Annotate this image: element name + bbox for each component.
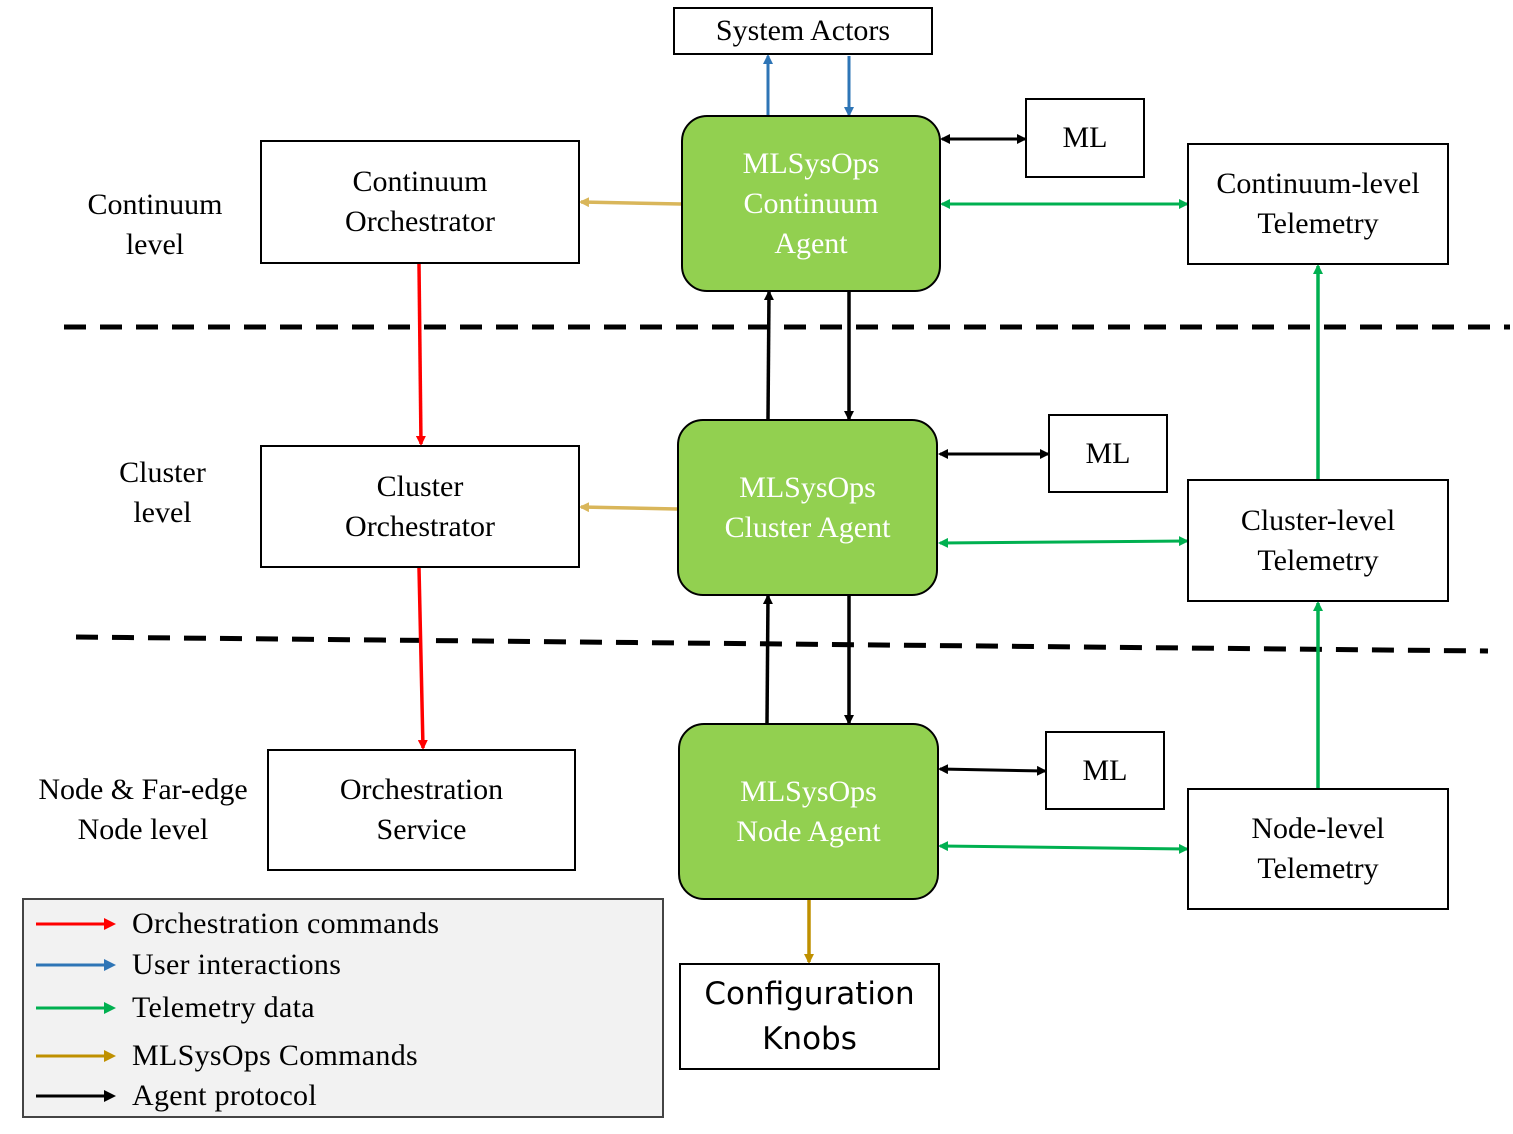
- arrow-cluster-to-continuum-agent: [763, 290, 774, 420]
- legend-arrow-red-icon: [36, 918, 116, 930]
- legend-label-telemetry: Telemetry data: [132, 991, 315, 1024]
- continuum-orchestrator-box: Continuum Orchestrator: [260, 140, 580, 264]
- legend-item-agent-protocol: Agent protocol: [36, 1076, 317, 1116]
- legend: Orchestration commands User interactions…: [22, 898, 664, 1118]
- node-telemetry-box: Node-level Telemetry: [1187, 788, 1449, 910]
- system-actors-box: System Actors: [673, 7, 933, 55]
- cluster-agent-box: MLSysOps Cluster Agent: [677, 419, 938, 596]
- legend-arrow-black-icon: [36, 1090, 116, 1102]
- arrow-cluster-orchestrator-to-service: [417, 567, 428, 750]
- arrow-continuum-agent-to-orchestrator: [579, 197, 682, 208]
- level-label-cluster: Cluster level: [119, 456, 206, 529]
- legend-arrow-blue-icon: [36, 959, 116, 971]
- arrow-cluster-telemetry: [938, 536, 1189, 548]
- continuum-telemetry-box: Continuum-level Telemetry: [1187, 143, 1449, 265]
- level-label-node: Node & Far-edge Node level: [38, 773, 248, 846]
- arrow-cluster-agent-to-orchestrator: [579, 502, 678, 513]
- node-agent-box: MLSysOps Node Agent: [678, 723, 939, 900]
- arrow-continuum-to-cluster-orchestrator: [415, 263, 426, 446]
- ml-box-cluster: ML: [1048, 414, 1168, 493]
- cluster-orchestrator-box: Cluster Orchestrator: [260, 445, 580, 568]
- ml-label-continuum: ML: [1062, 121, 1108, 154]
- legend-label-mlsysops-commands: MLSysOps Commands: [132, 1039, 418, 1072]
- legend-arrow-green-icon: [36, 1002, 116, 1014]
- level-separator-bottom: [75, 634, 1489, 654]
- legend-item-telemetry: Telemetry data: [36, 988, 315, 1028]
- legend-item-orchestration: Orchestration commands: [36, 904, 439, 944]
- legend-label-user: User interactions: [132, 948, 342, 981]
- arrow-node-telemetry: [938, 841, 1189, 854]
- orchestration-service-label: Orchestration Service: [339, 773, 504, 846]
- configuration-knobs-box: Configuration Knobs: [679, 963, 940, 1070]
- configuration-knobs-label: Configuration Knobs: [704, 975, 915, 1057]
- legend-arrow-gold-icon: [36, 1050, 116, 1062]
- cluster-agent-label: MLSysOps Cluster Agent: [724, 470, 891, 544]
- ml-box-continuum: ML: [1025, 98, 1145, 178]
- node-telemetry-label: Node-level Telemetry: [1251, 812, 1385, 885]
- cluster-orchestrator-label: Cluster Orchestrator: [345, 469, 495, 543]
- arrow-node-to-cluster-agent: [762, 594, 773, 724]
- ml-box-node: ML: [1045, 731, 1165, 810]
- cluster-telemetry-box: Cluster-level Telemetry: [1187, 479, 1449, 602]
- continuum-agent-label: MLSysOps Continuum Agent: [742, 146, 880, 260]
- legend-label-orchestration: Orchestration commands: [132, 907, 440, 940]
- continuum-orchestrator-label: Continuum Orchestrator: [345, 165, 495, 238]
- continuum-telemetry-label: Continuum-level Telemetry: [1216, 167, 1420, 240]
- level-label-continuum: Continuum level: [87, 188, 223, 261]
- legend-item-mlsysops-commands: MLSysOps Commands: [36, 1036, 418, 1076]
- ml-label-cluster: ML: [1085, 436, 1131, 470]
- legend-label-agent-protocol: Agent protocol: [132, 1079, 317, 1112]
- node-agent-label: MLSysOps Node Agent: [736, 774, 881, 848]
- continuum-agent-box: MLSysOps Continuum Agent: [681, 115, 941, 292]
- ml-label-node: ML: [1082, 753, 1128, 787]
- system-actors-label: System Actors: [715, 14, 891, 47]
- cluster-telemetry-label: Cluster-level Telemetry: [1240, 503, 1396, 577]
- legend-item-user: User interactions: [36, 945, 341, 985]
- arrow-node-ml: [938, 764, 1047, 776]
- orchestration-service-box: Orchestration Service: [267, 749, 576, 871]
